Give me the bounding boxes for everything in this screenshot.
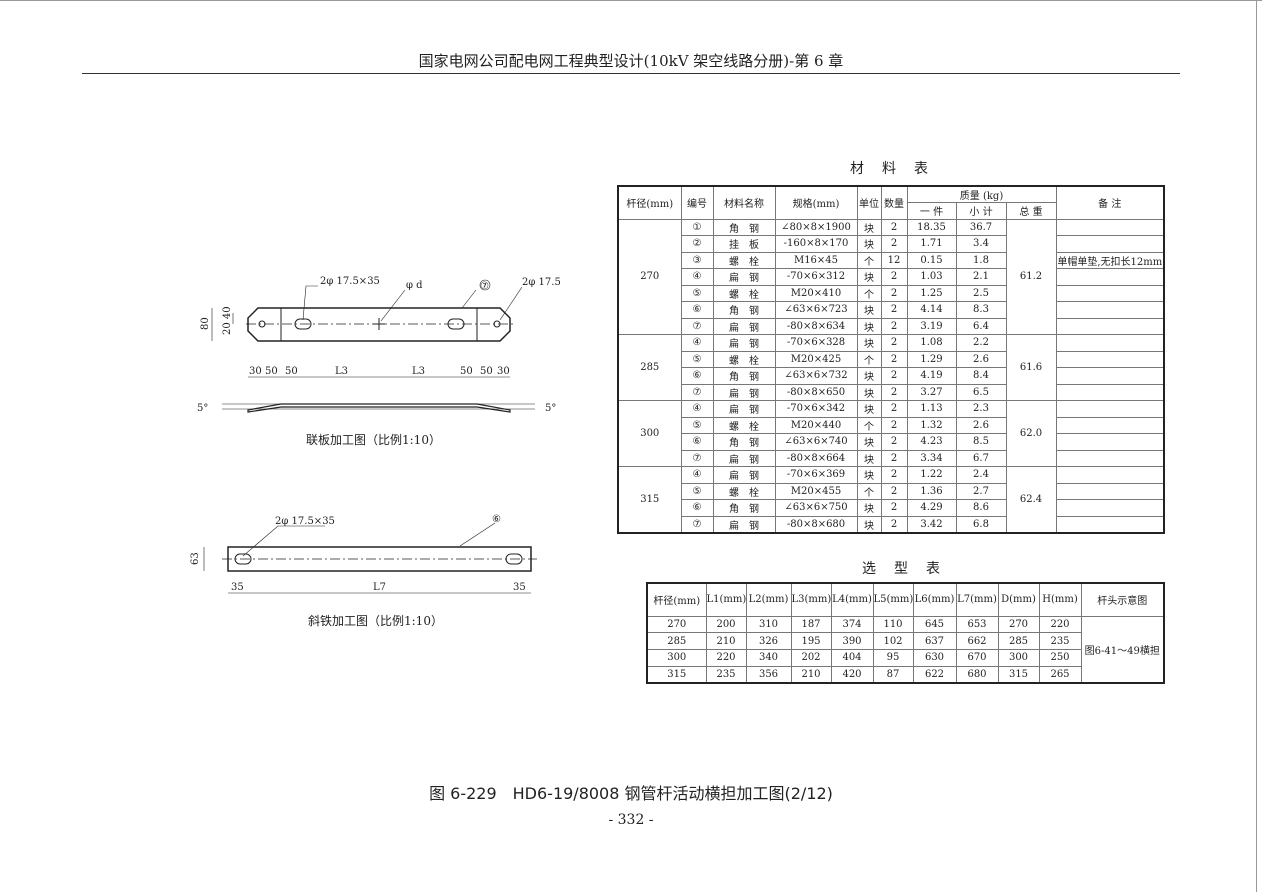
table-cell: 235 <box>705 665 747 684</box>
diagonal-iron-caption: 斜铁加工图（比例1:10） <box>308 614 443 628</box>
label-dim: 50 <box>285 366 298 377</box>
diagonal-iron-labels: 2φ 17.5×35 ⑥ 63 35 L7 35 斜铁加工图（比例1:10） <box>190 514 526 628</box>
link-plate-labels: 2φ 17.5×35 φ d ⑦ 2φ 17.5 80 20 40 30 50 … <box>197 276 561 447</box>
header-divider <box>82 73 1180 74</box>
page-number: - 332 - <box>608 812 654 828</box>
col-header: 杆头示意图 <box>1080 582 1165 617</box>
cell-qty: 2 <box>880 515 908 533</box>
link-plate-caption: 联板加工图（比例1:10） <box>306 433 441 447</box>
cell-sub: 8.3 <box>955 301 1007 319</box>
cell-sub: 6.8 <box>955 515 1007 533</box>
col-header-remark: 备 注 <box>1055 185 1165 220</box>
selection-table-title: 选型表 <box>862 561 958 577</box>
diagonal-iron-drawing <box>203 522 537 594</box>
link-plate-side-view <box>247 403 511 413</box>
page-header: 国家电网公司配电网工程典型设计(10kV 架空线路分册)-第 6 章 <box>418 52 844 70</box>
figure-caption: 图 6-229 HD6-19/8008 钢管杆活动横担加工图(2/12) <box>429 784 833 803</box>
cell-diagram-ref: 图6-41～49横担 <box>1080 615 1165 684</box>
label-angle: 5° <box>545 403 556 414</box>
frame-border-top <box>0 0 1262 1</box>
label-part: ⑥ <box>492 514 501 525</box>
cell-remark <box>1055 515 1165 533</box>
table-cell: 210 <box>790 665 832 684</box>
col-header: L1(mm) <box>705 582 747 617</box>
label-dim: 50 <box>265 366 278 377</box>
label-h2040: 20 40 <box>222 306 233 335</box>
cell-sub: 2.6 <box>955 350 1007 368</box>
col-header: 杆径(mm) <box>646 582 707 617</box>
label-dim: L3 <box>335 366 348 377</box>
label-hole-d: φ d <box>406 280 423 291</box>
cell-diameter: 285 <box>617 334 682 401</box>
material-table: 杆径(mm) 编号 材料名称 规格(mm) 单位 数量 质量 (kg) 备 注 … <box>617 185 1166 534</box>
col-header: L5(mm) <box>872 582 914 617</box>
label-angle: 5° <box>197 403 208 414</box>
link-plate-outline <box>247 307 511 342</box>
cell-diameter: 315 <box>617 466 682 533</box>
cell-sub: 2.1 <box>955 268 1007 286</box>
label-h80: 80 <box>200 317 211 330</box>
label-dim: L3 <box>412 366 425 377</box>
label-part: ⑦ <box>480 281 489 292</box>
cell-total: 61.2 <box>1005 218 1057 335</box>
label-slot: 2φ 17.5×35 <box>275 516 335 527</box>
label-dim: 35 <box>513 582 526 593</box>
frame-border-right <box>1256 0 1257 892</box>
label-dim: 30 <box>249 366 262 377</box>
label-slot: 2φ 17.5×35 <box>320 276 380 287</box>
material-table-title: 材料表 <box>850 161 946 177</box>
cell-total: 62.4 <box>1005 466 1057 533</box>
table-cell: 420 <box>830 665 874 684</box>
label-dim: 50 <box>480 366 493 377</box>
label-dim: 35 <box>231 582 244 593</box>
table-cell: 356 <box>745 665 792 684</box>
table-cell: 265 <box>1038 665 1082 684</box>
col-header-no: 编号 <box>680 185 714 220</box>
label-h63: 63 <box>190 552 201 565</box>
col-header-name: 材料名称 <box>712 185 776 220</box>
col-header-diameter: 杆径(mm) <box>617 185 682 220</box>
label-dim: 50 <box>460 366 473 377</box>
selection-table: 杆径(mm)L1(mm)L2(mm)L3(mm)L4(mm)L5(mm)L6(m… <box>646 582 1165 684</box>
cell-total: 61.6 <box>1005 334 1057 401</box>
col-header-unit: 单位 <box>856 185 882 220</box>
label-hole: 2φ 17.5 <box>522 277 561 288</box>
col-header: L3(mm) <box>790 582 832 617</box>
label-dim: L7 <box>373 582 386 593</box>
link-plate-drawing <box>211 279 535 413</box>
slot-hole-right <box>447 318 465 330</box>
label-dim: 30 <box>497 366 510 377</box>
